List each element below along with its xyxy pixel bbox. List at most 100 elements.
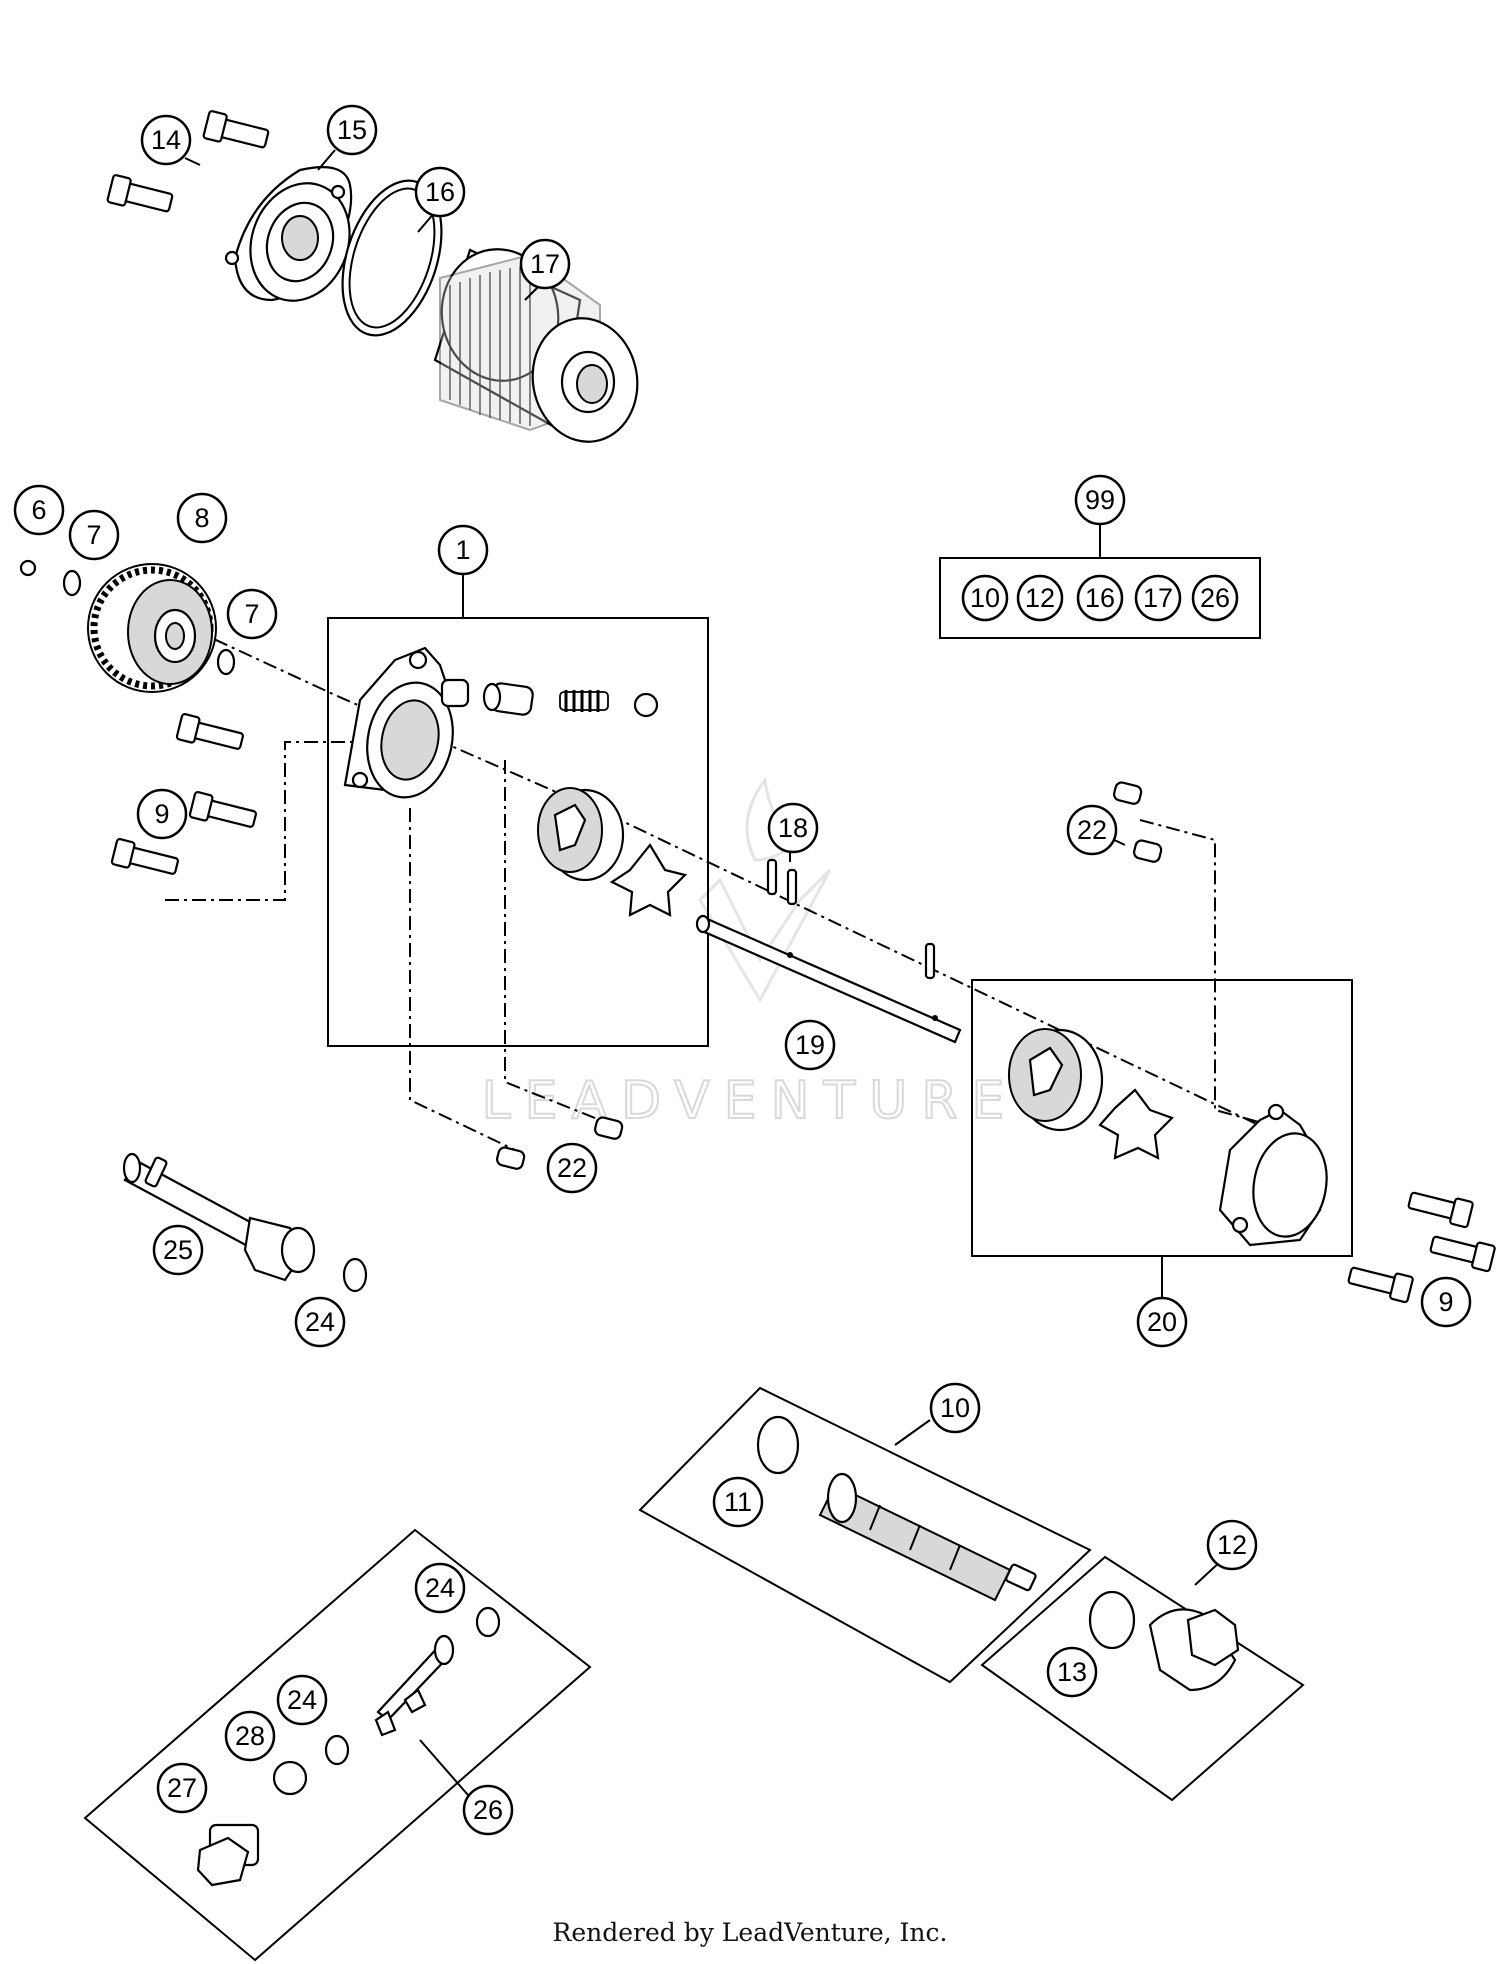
svg-text:16: 16 (1085, 583, 1115, 613)
callout-22-right: 22 (1066, 804, 1118, 856)
callout-7-right: 7 (226, 588, 278, 640)
callout-27: 27 (156, 1762, 208, 1814)
pump-bolts-left (110, 713, 257, 875)
callout-14: 14 (140, 114, 192, 166)
callout-24-kit-top: 24 (414, 1562, 466, 1614)
kit-26-valve (374, 1634, 455, 1737)
callout-6: 6 (13, 484, 65, 536)
callout-22-bottom: 22 (546, 1142, 598, 1194)
svg-text:8: 8 (194, 503, 209, 533)
pressure-valve (122, 1152, 316, 1282)
svg-text:24: 24 (425, 1573, 455, 1603)
valve-o-ring (342, 1257, 368, 1293)
scavenge-outer-rotor (1008, 1028, 1104, 1132)
svg-text:24: 24 (305, 1307, 335, 1337)
kit-26-o-ring-mid (324, 1734, 350, 1766)
kit-26-box (83, 1528, 592, 1962)
svg-text:19: 19 (795, 1030, 825, 1060)
callout-26: 26 (462, 1784, 514, 1836)
svg-text:18: 18 (778, 813, 808, 843)
svg-text:20: 20 (1147, 1307, 1177, 1337)
filter-cover-bolts (106, 110, 270, 213)
callout-99: 99 (1074, 474, 1126, 526)
svg-text:7: 7 (86, 520, 101, 550)
svg-text:6: 6 (31, 495, 46, 525)
svg-text:99: 99 (1085, 485, 1115, 515)
kit-26-seal-ring (272, 1760, 308, 1796)
callout-28: 28 (224, 1710, 276, 1762)
callout-10-kit: 10 (961, 574, 1009, 622)
leadventure-watermark-logo (698, 776, 832, 1004)
footer-credit: Rendered by LeadVenture, Inc. (552, 1918, 948, 1947)
callout-24-kit-mid: 24 (276, 1674, 328, 1726)
kit-26-o-ring-top (475, 1606, 501, 1638)
svg-text:22: 22 (557, 1153, 587, 1183)
scavenge-pump-cover (1218, 1103, 1328, 1247)
callout-8: 8 (176, 492, 228, 544)
svg-text:7: 7 (244, 599, 259, 629)
svg-text:13: 13 (1057, 1657, 1087, 1687)
outer-rotor (537, 787, 625, 882)
callout-20: 20 (1136, 1296, 1188, 1348)
svg-text:14: 14 (151, 125, 181, 155)
svg-text:17: 17 (1143, 583, 1173, 613)
kit-10-box (638, 1386, 1092, 1684)
oil-strainer (818, 1472, 1037, 1602)
oil-filter-element (433, 248, 639, 443)
sleeves-22 (495, 781, 1163, 1170)
oil-pump-gear (87, 563, 217, 693)
svg-text:9: 9 (154, 799, 169, 829)
svg-text:26: 26 (473, 1795, 503, 1825)
callout-13: 13 (1046, 1646, 1098, 1698)
oil-drain-plug (1148, 1608, 1240, 1692)
callout-25: 25 (152, 1224, 204, 1276)
inner-rotor (609, 843, 688, 917)
scavenge-inner-rotor (1098, 1088, 1174, 1160)
svg-text:24: 24 (287, 1685, 317, 1715)
svg-text:25: 25 (163, 1235, 193, 1265)
svg-text:10: 10 (970, 583, 1000, 613)
washer-left (62, 569, 82, 597)
strainer-o-ring (756, 1415, 800, 1475)
oil-filter-cover (224, 166, 353, 302)
callout-9-right: 9 (1420, 1276, 1472, 1328)
callout-19: 19 (784, 1019, 836, 1071)
svg-text:9: 9 (1438, 1287, 1453, 1317)
callout-15: 15 (326, 104, 378, 156)
callout-17: 17 (519, 238, 571, 290)
svg-text:11: 11 (724, 1487, 752, 1517)
svg-text:15: 15 (337, 115, 367, 145)
callout-12-kit: 12 (1016, 574, 1064, 622)
bypass-sleeve (482, 682, 534, 716)
svg-text:26: 26 (1200, 583, 1230, 613)
pump-bolts-right (1347, 1191, 1496, 1304)
pump-shaft (695, 914, 962, 1044)
svg-text:28: 28 (235, 1721, 265, 1751)
callout-26-kit: 26 (1191, 574, 1239, 622)
svg-text:22: 22 (1077, 815, 1107, 845)
dowel-pins (766, 858, 936, 980)
callout-7-left: 7 (68, 509, 120, 561)
svg-text:16: 16 (425, 177, 455, 207)
callout-9-left: 9 (136, 788, 188, 840)
callout-16-kit: 16 (1076, 574, 1124, 622)
pump-assembly-box (327, 617, 709, 1047)
oil-pump-housing (343, 646, 470, 799)
circlip (19, 559, 37, 577)
bypass-spring (559, 690, 609, 712)
callout-10: 10 (929, 1382, 981, 1434)
washer-right (216, 648, 236, 676)
callout-11: 11 (712, 1476, 764, 1528)
svg-text:12: 12 (1025, 583, 1055, 613)
plug-disc (633, 692, 659, 718)
callout-24-valve: 24 (294, 1296, 346, 1348)
svg-text:27: 27 (167, 1773, 197, 1803)
svg-text:10: 10 (940, 1393, 970, 1423)
svg-text:12: 12 (1217, 1530, 1247, 1560)
callout-16: 16 (414, 166, 466, 218)
kit-12-box (980, 1555, 1305, 1802)
callout-1: 1 (437, 524, 489, 576)
assembly-axis (189, 627, 1291, 1141)
callout-12: 12 (1206, 1519, 1258, 1571)
